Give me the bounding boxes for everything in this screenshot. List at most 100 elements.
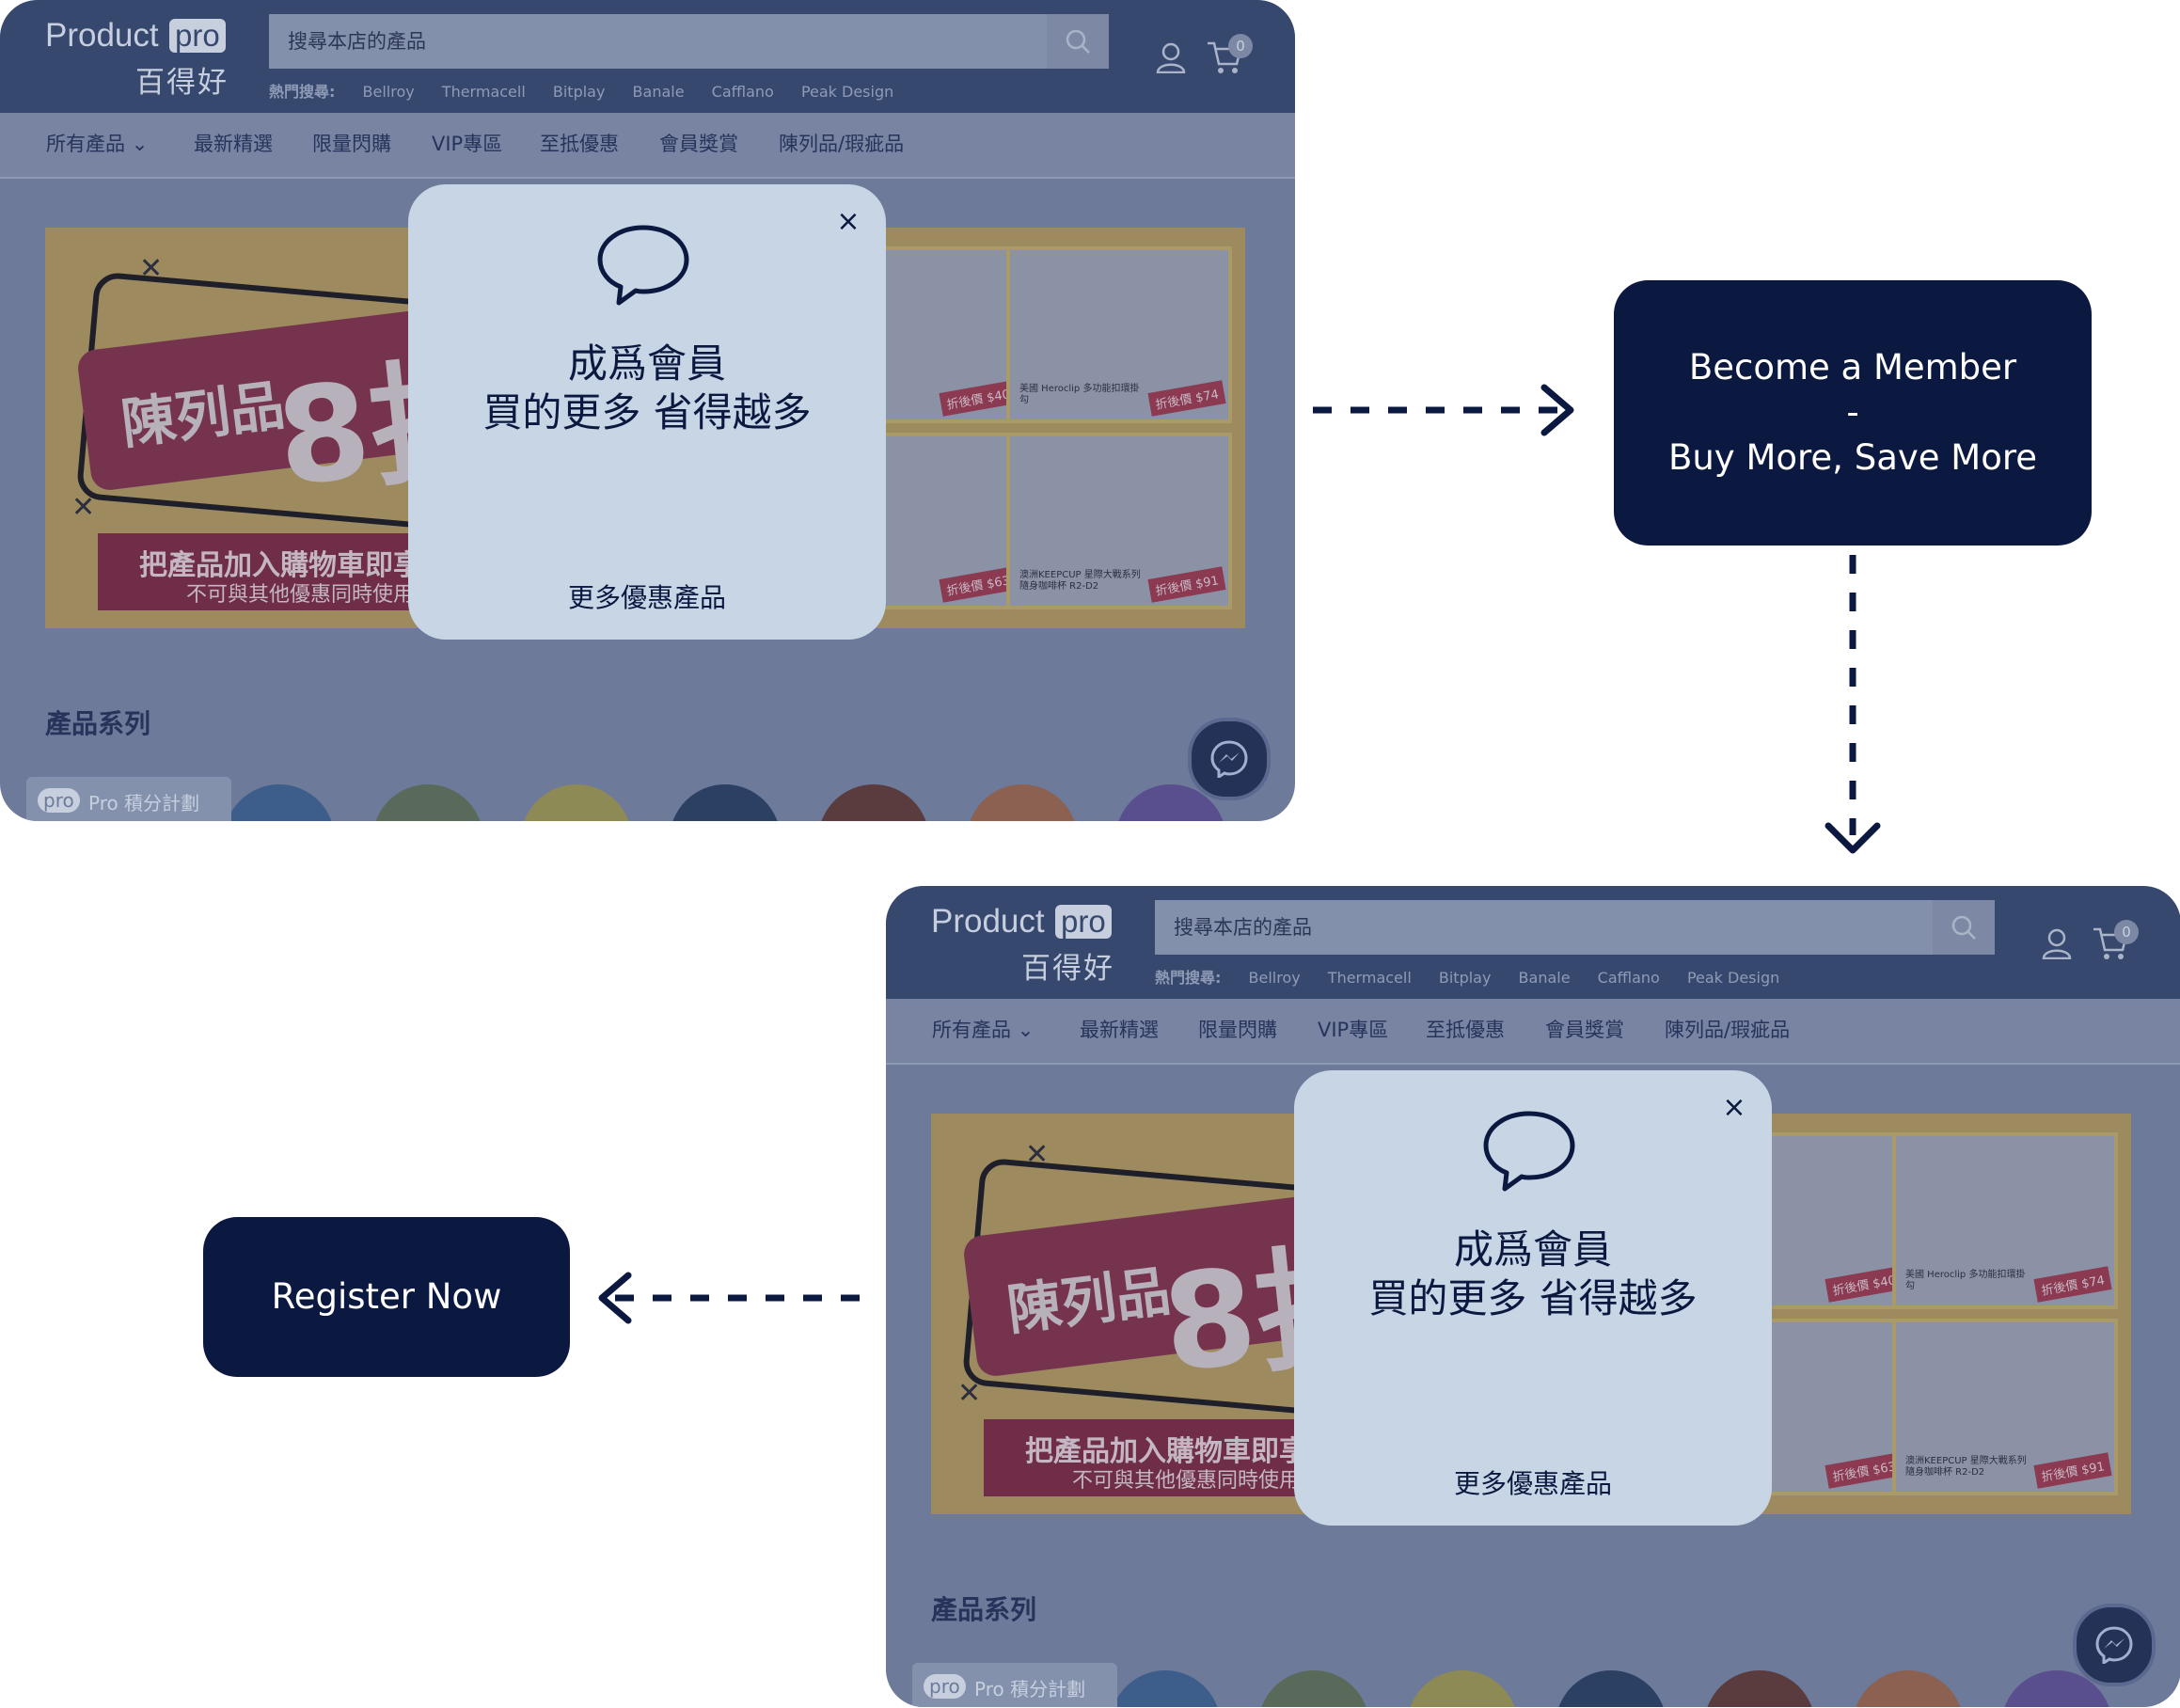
category-circle[interactable] xyxy=(1407,1670,1518,1707)
hot-search-link[interactable]: Thermacell xyxy=(1327,969,1412,987)
popup-title-line1: 成爲會員 xyxy=(567,340,726,387)
popup-title-line1: 成爲會員 xyxy=(1453,1226,1612,1273)
logo[interactable]: Product pro 百得好 xyxy=(931,903,1119,988)
logo[interactable]: Product pro 百得好 xyxy=(45,17,233,102)
nav-item[interactable]: 陳列品/瑕疵品 xyxy=(779,133,905,155)
nav-item[interactable]: 限量閃購 xyxy=(1198,1019,1277,1041)
register-now-label: Register Now xyxy=(271,1276,502,1317)
user-icon[interactable] xyxy=(2041,927,2073,959)
category-circle[interactable] xyxy=(1853,1670,1964,1707)
hot-search-link[interactable]: Bellroy xyxy=(1248,969,1301,987)
category-circle[interactable] xyxy=(224,784,335,821)
price-tag: 折後價 $91 xyxy=(2033,1452,2112,1489)
hot-search-link[interactable]: Bellroy xyxy=(362,83,415,101)
category-circle[interactable] xyxy=(818,784,929,821)
messenger-button[interactable] xyxy=(1188,718,1271,800)
close-icon[interactable]: × xyxy=(1722,1091,1746,1124)
messenger-button[interactable] xyxy=(2073,1604,2156,1686)
hot-search-link[interactable]: Bitplay xyxy=(552,83,606,101)
category-circle[interactable] xyxy=(1110,1670,1221,1707)
nav-item[interactable]: 最新精選 xyxy=(1080,1019,1159,1041)
product-tile[interactable]: 美國 Heroclip 多功能扣環掛勾 折後價 $74 xyxy=(1006,246,1232,423)
hot-searches: 熱門搜尋: Bellroy Thermacell Bitplay Banale … xyxy=(269,79,916,102)
banner-line2: 不可與其他優惠同時使用 xyxy=(186,583,415,607)
category-circle[interactable] xyxy=(1258,1670,1369,1707)
hot-searches-label: 熱門搜尋: xyxy=(269,83,336,101)
tile-caption: 美國 Heroclip 多功能扣環掛勾 xyxy=(1019,384,1140,405)
tile-caption: 澳洲KEEPCUP 星際大戰系列 隨身咖啡杯 R2-D2 xyxy=(1905,1456,2027,1478)
hot-search-link[interactable]: Banale xyxy=(632,83,685,101)
arrow-right-icon xyxy=(1313,384,1574,436)
header: Product pro 百得好 搜尋本店的產品 熱門搜尋: Bellroy Th… xyxy=(0,0,1295,113)
nav-item[interactable]: 陳列品/瑕疵品 xyxy=(1665,1019,1791,1041)
store-screenshot-bottom: Product pro 百得好 搜尋本店的產品 熱門搜尋: Bellroy Th… xyxy=(886,886,2180,1707)
category-circle[interactable] xyxy=(670,784,781,821)
hot-search-link[interactable]: Bitplay xyxy=(1438,969,1492,987)
nav-item[interactable]: 會員獎賞 xyxy=(1545,1019,1624,1041)
search-input[interactable]: 搜尋本店的產品 xyxy=(269,14,1108,69)
search-button[interactable] xyxy=(1047,14,1109,69)
nav-item[interactable]: 會員獎賞 xyxy=(659,133,738,155)
category-circle[interactable] xyxy=(1556,1670,1667,1707)
member-box-line3: Buy More, Save More xyxy=(1667,437,2038,478)
hot-search-link[interactable]: Cafflano xyxy=(711,83,774,101)
store-screenshot-top: Product pro 百得好 搜尋本店的產品 熱門搜尋: Bellroy Th… xyxy=(0,0,1295,821)
rewards-pill: pro xyxy=(38,788,80,813)
hot-search-link[interactable]: Peak Design xyxy=(1686,969,1780,987)
price-tag: 折後價 $91 xyxy=(1147,566,1226,603)
category-circle[interactable] xyxy=(372,784,483,821)
logo-product: Product xyxy=(45,17,159,54)
cart-count-badge: 0 xyxy=(2114,920,2139,944)
close-icon[interactable]: × xyxy=(836,205,861,238)
category-circle[interactable] xyxy=(967,784,1078,821)
nav-item[interactable]: VIP專區 xyxy=(1318,1019,1389,1041)
tile-caption: 澳洲KEEPCUP 星際大戰系列 隨身咖啡杯 R2-D2 xyxy=(1019,570,1141,592)
messenger-icon xyxy=(1210,740,1248,778)
nav-item[interactable]: VIP專區 xyxy=(432,133,503,155)
decor-cross: ✕ xyxy=(139,252,164,285)
product-tile[interactable]: 澳洲KEEPCUP 星際大戰系列 隨身咖啡杯 R2-D2 折後價 $91 xyxy=(1892,1319,2118,1495)
nav-item[interactable]: 最新精選 xyxy=(194,133,273,155)
chevron-down-icon: ⌄ xyxy=(1017,1019,1035,1041)
banner-line1: 把產品加入購物車即享 xyxy=(1025,1435,1307,1468)
price-tag: 折後價 $74 xyxy=(1147,380,1226,417)
search-input[interactable]: 搜尋本店的產品 xyxy=(1155,900,1994,955)
nav-item[interactable]: 至抵優惠 xyxy=(1426,1019,1505,1041)
product-tile[interactable]: 澳洲KEEPCUP 星際大戰系列 隨身咖啡杯 R2-D2 折後價 $91 xyxy=(1006,433,1232,609)
popup-title-line2: 買的更多 省得越多 xyxy=(482,389,812,435)
member-box-separator: - xyxy=(1846,392,1859,433)
more-deals-link[interactable]: 更多優惠產品 xyxy=(1453,1468,1612,1499)
popup-title: 成爲會員 買的更多 省得越多 xyxy=(408,340,886,437)
hot-searches-label: 熱門搜尋: xyxy=(1155,969,1222,987)
rewards-tab[interactable]: pro Pro 積分計劃 xyxy=(912,1663,1117,1707)
hot-search-link[interactable]: Thermacell xyxy=(441,83,526,101)
banner-line1: 把產品加入購物車即享 xyxy=(139,549,421,582)
search-button[interactable] xyxy=(1933,900,1995,955)
section-title: 產品系列 xyxy=(45,708,151,739)
arrow-down-icon xyxy=(1825,555,1881,854)
logo-pro: pro xyxy=(169,19,226,53)
rewards-tab[interactable]: pro Pro 積分計劃 xyxy=(26,777,231,821)
search-icon xyxy=(1066,29,1090,54)
category-circle[interactable] xyxy=(1704,1670,1815,1707)
main-nav: 所有產品 ⌄ 最新精選 限量閃購 VIP專區 至抵優惠 會員獎賞 陳列品/瑕疵品 xyxy=(0,113,1295,179)
more-deals-link[interactable]: 更多優惠產品 xyxy=(567,582,726,613)
member-popup: × 成爲會員 買的更多 省得越多 更多優惠產品 xyxy=(1294,1070,1772,1526)
logo-pro: pro xyxy=(1055,905,1112,939)
nav-item-all-products[interactable]: 所有產品 ⌄ xyxy=(46,113,148,175)
member-step-box: Become a Member - Buy More, Save More xyxy=(1614,280,2092,546)
hot-search-link[interactable]: Peak Design xyxy=(800,83,894,101)
product-tile[interactable]: 美國 Heroclip 多功能扣環掛勾 折後價 $74 xyxy=(1892,1132,2118,1309)
register-now-box[interactable]: Register Now xyxy=(203,1217,570,1377)
tile-caption: 美國 Heroclip 多功能扣環掛勾 xyxy=(1905,1270,2026,1291)
category-circle[interactable] xyxy=(521,784,632,821)
nav-item[interactable]: 限量閃購 xyxy=(312,133,391,155)
nav-item-all-products[interactable]: 所有產品 ⌄ xyxy=(932,999,1034,1061)
hot-search-link[interactable]: Cafflano xyxy=(1597,969,1660,987)
user-icon[interactable] xyxy=(1155,41,1187,73)
section-title: 產品系列 xyxy=(931,1594,1037,1625)
hot-search-link[interactable]: Banale xyxy=(1518,969,1571,987)
member-box-line1: Become a Member xyxy=(1688,347,2017,387)
search-icon xyxy=(1951,915,1976,940)
nav-item[interactable]: 至抵優惠 xyxy=(540,133,619,155)
